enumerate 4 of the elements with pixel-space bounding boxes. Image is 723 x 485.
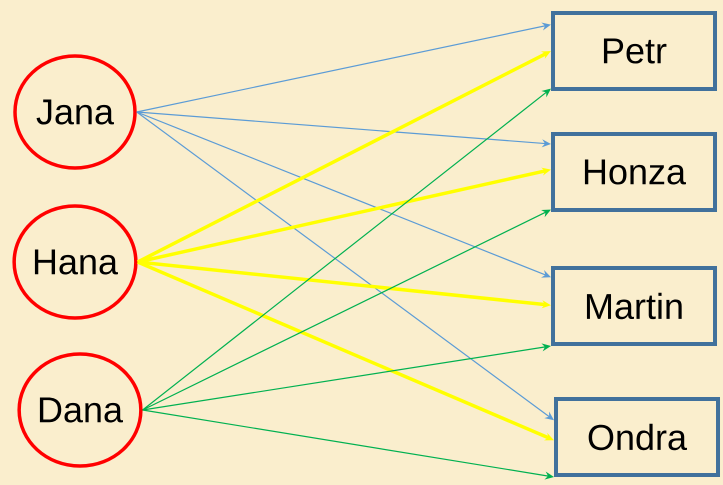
name-box: Honza bbox=[551, 132, 717, 212]
name-box: Martin bbox=[551, 266, 717, 346]
name-box: Ondra bbox=[554, 397, 720, 477]
name-box: Petr bbox=[551, 11, 717, 91]
